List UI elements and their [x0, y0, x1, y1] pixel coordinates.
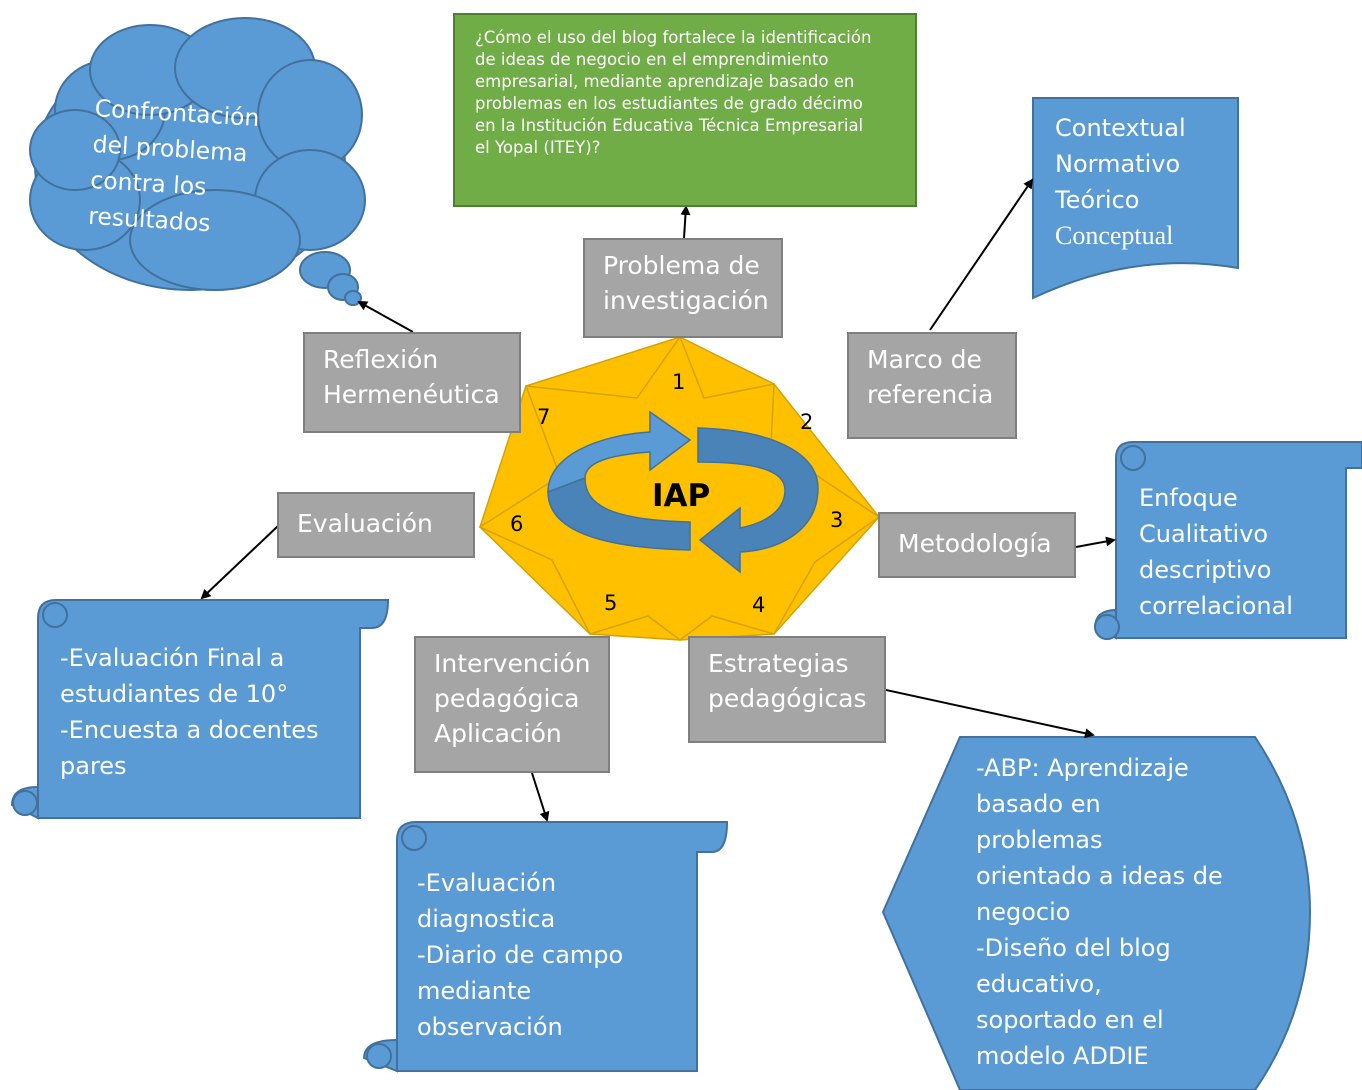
center-label: IAP: [652, 478, 711, 514]
step-label: Marco de: [867, 345, 982, 374]
document-line: Conceptual: [1055, 221, 1174, 250]
scroll-line: estudiantes de 10°: [60, 680, 289, 708]
research-question-box: ¿Cómo el uso del blog fortalece la ident…: [453, 13, 917, 207]
step-box-intervencion: Intervención pedagógica Aplicación: [414, 636, 610, 773]
question-line: problemas en los estudiantes de grado dé…: [475, 94, 863, 113]
step-box-evaluacion: Evaluación: [277, 492, 475, 558]
step-label: pedagógicas: [708, 684, 867, 713]
step-label: investigación: [603, 286, 769, 315]
step-box-estrategias: Estrategias pedagógicas: [688, 636, 886, 743]
center-star-points: [478, 335, 881, 641]
display-line: educativo,: [976, 970, 1102, 998]
cloud-text: Confrontación del problema contra los re…: [87, 90, 260, 244]
question-line: empresarial, mediante aprendizaje basado…: [475, 72, 855, 91]
scroll-line: -Encuesta a docentes: [60, 716, 319, 744]
step-label: Reflexión: [323, 345, 439, 374]
question-line: en la Institución Educativa Técnica Empr…: [475, 116, 864, 135]
display-line: -Diseño del blog: [976, 934, 1171, 962]
step-number: 1: [672, 370, 686, 394]
step-label: Hermenéutica: [323, 380, 500, 409]
display-line: orientado a ideas de: [976, 862, 1223, 890]
arrow-intervencion-to-scroll: [531, 772, 550, 822]
document-text: Contextual Normativo Teórico Conceptual: [1055, 110, 1186, 254]
step-label: Evaluación: [297, 509, 433, 538]
metodologia-scroll-text: Enfoque Cualitativo descriptivo correlac…: [1139, 480, 1293, 624]
document-line: Teórico: [1055, 186, 1140, 214]
display-shape: [881, 736, 1312, 1090]
cloud-shape: [29, 17, 366, 306]
arrow-evaluacion-to-scroll: [200, 524, 280, 600]
scroll-line: -Evaluación Final a: [60, 644, 285, 672]
evaluacion-scroll-text: -Evaluación Final a estudiantes de 10° -…: [60, 640, 319, 784]
step-number: 2: [800, 410, 814, 434]
question-line: el Yopal (ITEY)?: [475, 138, 601, 157]
arrow-metodologia-to-scroll: [1075, 536, 1116, 548]
step-label: Aplicación: [434, 719, 562, 748]
arrow-marco-to-document: [929, 178, 1034, 331]
display-line: problemas: [976, 826, 1103, 854]
scroll-line: observación: [417, 1013, 563, 1041]
step-label: pedagógica: [434, 684, 580, 713]
arrow-reflexion-to-cloud: [357, 301, 414, 333]
step-number: 4: [752, 593, 766, 617]
intervencion-scroll-text: -Evaluación diagnostica -Diario de campo…: [417, 865, 623, 1045]
display-line: -ABP: Aprendizaje: [976, 754, 1189, 782]
scroll-line: correlacional: [1139, 592, 1293, 620]
step-label: Estrategias: [708, 649, 849, 678]
step-number: 5: [604, 591, 618, 615]
scroll-shape-evaluacion: [10, 599, 390, 820]
step-box-metodologia: Metodología: [878, 512, 1076, 578]
step-number: 6: [510, 512, 524, 536]
document-line: Contextual: [1055, 114, 1186, 142]
step-label: Problema de: [603, 251, 760, 280]
step-number: 7: [537, 405, 551, 429]
step-label: Metodología: [898, 529, 1052, 558]
scroll-line: -Diario de campo: [417, 941, 624, 969]
step-label: Intervención: [434, 649, 591, 678]
display-line: negocio: [976, 898, 1071, 926]
scroll-line: Cualitativo: [1139, 520, 1269, 548]
display-line: basado en: [976, 790, 1101, 818]
scroll-line: -Evaluación: [417, 869, 557, 897]
document-shape: [1032, 97, 1239, 300]
step-number: 3: [830, 508, 844, 532]
step-box-marco: Marco de referencia: [847, 332, 1017, 439]
cycle-arrows: [547, 410, 819, 574]
scroll-shape-metodologia: [1093, 441, 1362, 640]
estrategias-display-text: -ABP: Aprendizaje basado en problemas or…: [976, 750, 1223, 1074]
display-line: soportado en el: [976, 1006, 1164, 1034]
document-line: Normativo: [1055, 150, 1181, 178]
scroll-line: descriptivo: [1139, 556, 1272, 584]
question-line: de ideas de negocio en el emprendimiento: [475, 50, 829, 69]
step-box-problema: Problema de investigación: [583, 238, 783, 338]
connectors: [200, 178, 1116, 822]
question-line: ¿Cómo el uso del blog fortalece la ident…: [475, 28, 872, 47]
scroll-line: Enfoque: [1139, 484, 1238, 512]
scroll-line: diagnostica: [417, 905, 556, 933]
step-box-reflexion: Reflexión Hermenéutica: [303, 332, 521, 433]
step-label: referencia: [867, 380, 994, 409]
arrow-estrategias-to-display: [885, 689, 1095, 739]
scroll-line: mediante: [417, 977, 532, 1005]
scroll-shape-intervencion: [362, 821, 729, 1073]
display-line: modelo ADDIE: [976, 1042, 1149, 1070]
arrow-problema-to-question: [680, 205, 691, 239]
scroll-line: pares: [60, 752, 127, 780]
